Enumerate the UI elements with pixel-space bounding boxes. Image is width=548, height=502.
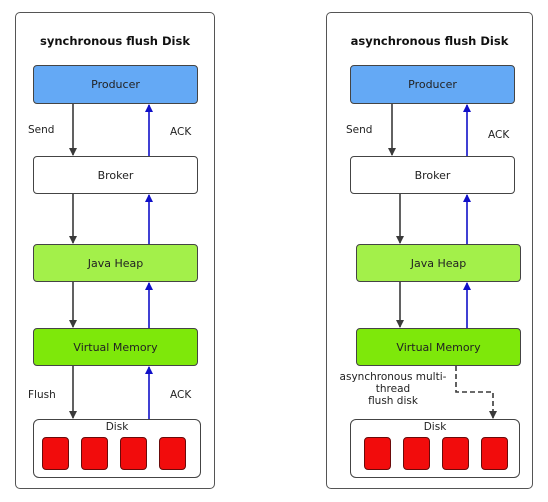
async-note-line-2: thread: [375, 383, 411, 395]
sync-flush-label: Flush: [28, 389, 56, 401]
async-send-label: Send: [346, 124, 373, 136]
sync-ack-top-label: ACK: [170, 126, 192, 138]
sync-disk-cell: [81, 437, 108, 470]
sync-broker-box: Broker: [33, 156, 198, 194]
sync-panel-title: synchronous flush Disk: [40, 34, 190, 48]
async-disk-cell: [481, 437, 508, 470]
async-virtual-memory-box: Virtual Memory: [356, 328, 521, 366]
sync-virtual-memory-box: Virtual Memory: [33, 328, 198, 366]
async-disk-cell: [364, 437, 391, 470]
sync-send-label: Send: [28, 124, 55, 136]
sync-disk-cell: [159, 437, 186, 470]
async-disk-cell: [442, 437, 469, 470]
sync-producer-box: Producer: [33, 65, 198, 104]
async-flush-dashed-arrow: [455, 366, 497, 419]
async-panel-title: asynchronous flush Disk: [350, 34, 509, 48]
sync-java-heap-box: Java Heap: [33, 244, 198, 282]
async-disk-box: Disk: [350, 419, 520, 478]
sync-ack-bottom-label: ACK: [170, 389, 192, 401]
async-ack-top-label: ACK: [488, 129, 510, 141]
sync-disk-cell: [42, 437, 69, 470]
async-flush-note: asynchronous multi- thread flush disk: [334, 371, 452, 407]
async-note-line-1: asynchronous multi-: [339, 371, 447, 383]
sync-disk-label: Disk: [105, 421, 129, 433]
sync-disk-cell: [120, 437, 147, 470]
async-note-line-3: flush disk: [368, 395, 418, 407]
async-producer-box: Producer: [350, 65, 515, 104]
async-disk-cell: [403, 437, 430, 470]
sync-disk-box: Disk: [33, 419, 201, 478]
async-java-heap-box: Java Heap: [356, 244, 521, 282]
async-disk-label: Disk: [423, 421, 447, 433]
async-broker-box: Broker: [350, 156, 515, 194]
